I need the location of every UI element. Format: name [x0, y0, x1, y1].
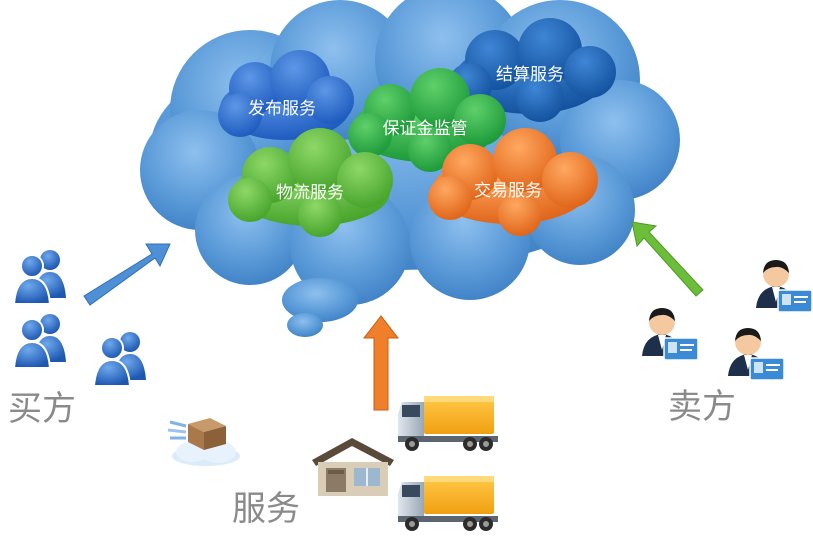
logistics-service-cloud: 物流服务: [228, 128, 393, 237]
escrow-supervision-label: 保证金监管: [383, 119, 468, 139]
flying-package-icon: [167, 418, 240, 466]
logistics-service-label: 物流服务: [276, 183, 344, 203]
businessman-icon: [642, 308, 699, 361]
buyer-group-icon: [12, 250, 146, 387]
people-icon: [92, 332, 146, 387]
businessman-icon: [756, 260, 813, 313]
truck-icon: [398, 476, 498, 531]
truck-icon: [398, 396, 498, 451]
seller-group-icon: [642, 260, 813, 381]
buyer-arrow: [83, 243, 171, 306]
publish-service-label: 发布服务: [248, 99, 316, 119]
settlement-service-cloud: 结算服务: [448, 18, 616, 122]
service-arrow: [362, 315, 400, 411]
businessman-icon: [728, 328, 785, 381]
seller-arrow: [631, 221, 704, 297]
publish-service-cloud: 发布服务: [218, 50, 354, 140]
trade-service-label: 交易服务: [474, 181, 542, 201]
escrow-supervision-cloud: 保证金监管: [348, 68, 506, 172]
people-icon: [12, 250, 66, 305]
trade-service-cloud: 交易服务: [428, 128, 598, 236]
warehouse-icon: [312, 438, 394, 496]
seller-label: 卖方: [668, 387, 736, 427]
service-label: 服务: [232, 489, 300, 529]
settlement-service-label: 结算服务: [496, 65, 564, 85]
buyer-label: 买方: [8, 389, 76, 429]
people-icon: [12, 314, 66, 369]
